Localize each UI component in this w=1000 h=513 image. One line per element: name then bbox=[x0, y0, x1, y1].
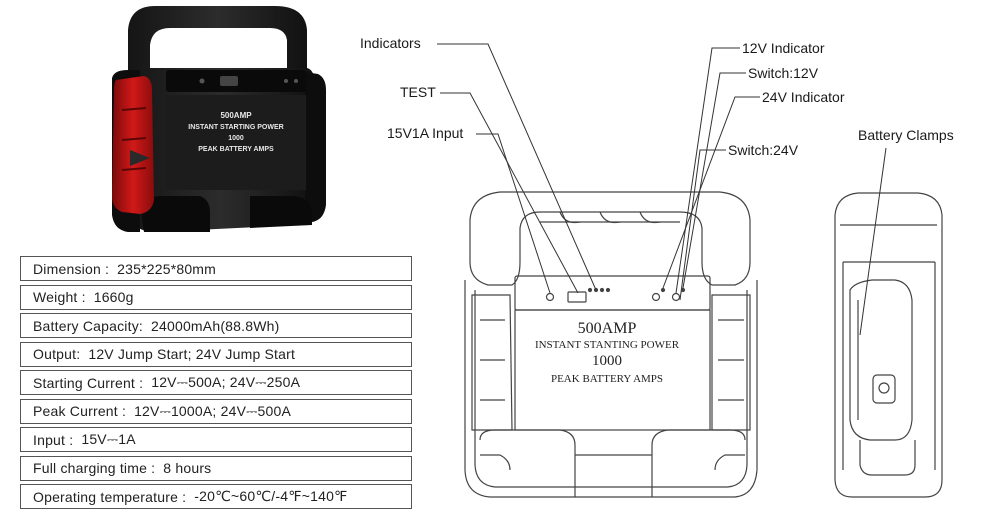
spec-value: -20℃~60℃/-4℉~140℉ bbox=[194, 488, 348, 504]
spec-value: 1660g bbox=[93, 289, 134, 305]
spec-value: 24000mAh(88.8Wh) bbox=[151, 317, 280, 334]
callout-24v-indicator: 24V Indicator bbox=[762, 89, 845, 105]
spec-label: Peak Current : bbox=[33, 403, 127, 419]
spec-label: Dimension : bbox=[33, 260, 110, 277]
leader-lines bbox=[437, 43, 887, 336]
spec-value: 235*225*80mm bbox=[117, 260, 217, 277]
front-view-drawing bbox=[464, 191, 758, 498]
callout-battery-clamps: Battery Clamps bbox=[858, 127, 954, 143]
spec-row-peak-current: Peak Current : 12V⎓1000A; 24V⎓500A bbox=[20, 398, 412, 424]
callout-switch-24v: Switch:24V bbox=[728, 142, 799, 158]
spec-row-input: Input : 15V⎓1A bbox=[20, 427, 412, 452]
spec-row-charging-time: Full charging time : 8 hours bbox=[20, 455, 412, 481]
spec-label: Input : bbox=[33, 431, 74, 448]
product-photo: 500AMP INSTANT STARTING POWER 1000 PEAK … bbox=[112, 6, 326, 232]
spec-label: Operating temperature : bbox=[33, 488, 187, 505]
spec-label: Output: bbox=[33, 346, 81, 362]
spec-table: Dimension : 235*225*80mm Weight : 1660g … bbox=[20, 256, 412, 513]
spec-label: Full charging time : bbox=[33, 460, 156, 476]
spec-label: Starting Current : bbox=[33, 374, 144, 391]
photo-panel-line2: INSTANT STARTING POWER bbox=[188, 124, 283, 131]
spec-value: 12V Jump Start; 24V Jump Start bbox=[88, 346, 296, 362]
spec-value: 15V⎓1A bbox=[81, 431, 136, 447]
spec-label: Weight : bbox=[33, 289, 86, 305]
callout-indicators: Indicators bbox=[360, 35, 421, 51]
spec-row-output: Output: 12V Jump Start; 24V Jump Start bbox=[20, 341, 412, 367]
spec-label: Battery Capacity: bbox=[33, 317, 143, 334]
photo-panel-line1: 500AMP bbox=[220, 111, 252, 120]
diagram-panel-line2: INSTANT STANTING POWER bbox=[535, 339, 680, 351]
spec-value: 12V⎓500A; 24V⎓250A bbox=[151, 374, 301, 390]
spec-value: 12V⎓1000A; 24V⎓500A bbox=[134, 402, 291, 419]
spec-row-battery-capacity: Battery Capacity: 24000mAh(88.8Wh) bbox=[20, 313, 412, 338]
spec-row-weight: Weight : 1660g bbox=[20, 284, 412, 310]
spec-value: 8 hours bbox=[163, 460, 212, 476]
diagram-panel-line4: PEAK BATTERY AMPS bbox=[551, 373, 663, 385]
diagram-panel-line1: 500AMP bbox=[578, 320, 637, 337]
spec-row-dimension: Dimension : 235*225*80mm bbox=[20, 256, 412, 281]
diagram-panel-line3: 1000 bbox=[592, 353, 622, 369]
callout-12v-indicator: 12V Indicator bbox=[742, 40, 825, 56]
callout-switch-12v: Switch:12V bbox=[748, 65, 819, 81]
photo-panel-line4: PEAK BATTERY AMPS bbox=[198, 146, 274, 153]
callout-input: 15V1A Input bbox=[387, 125, 463, 141]
side-view-drawing bbox=[834, 192, 943, 498]
spec-row-operating-temperature: Operating temperature : -20℃~60℃/-4℉~140… bbox=[20, 484, 412, 509]
spec-row-starting-current: Starting Current : 12V⎓500A; 24V⎓250A bbox=[20, 370, 412, 395]
callout-test: TEST bbox=[400, 84, 436, 100]
photo-panel-line3: 1000 bbox=[228, 135, 244, 142]
